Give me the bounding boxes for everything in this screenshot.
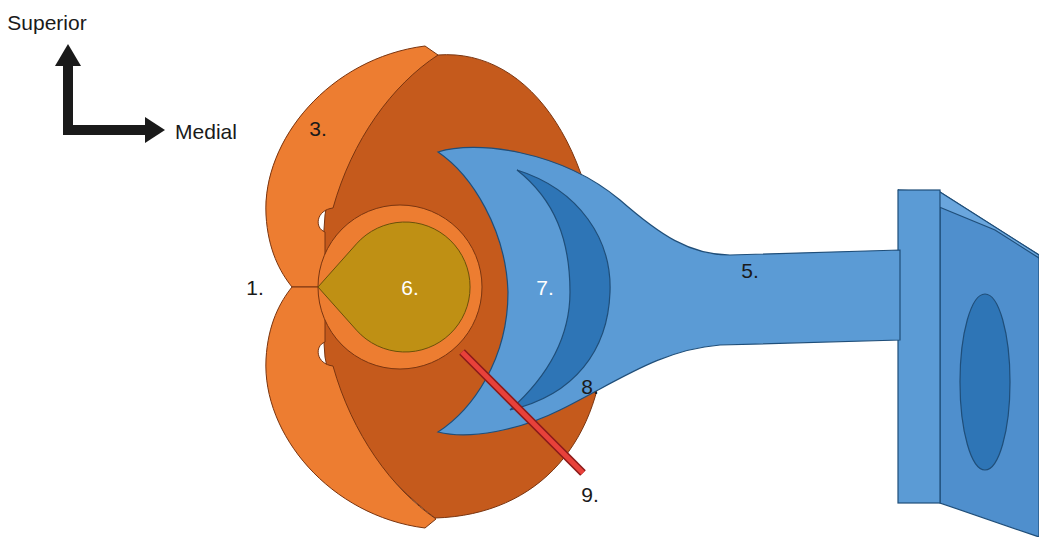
ligament-line <box>462 352 583 473</box>
axis-label: Superior <box>7 12 86 33</box>
superior-arrow-head <box>55 44 81 66</box>
humeral-head <box>318 222 470 352</box>
superior-arrow-shaft <box>63 60 73 135</box>
medial-arrow-shaft <box>63 125 148 135</box>
axis-label: Medial <box>175 121 237 142</box>
callout-number: 6. <box>401 277 419 298</box>
articular-ring <box>318 205 482 369</box>
ligament-fill <box>462 352 583 473</box>
medial-arrow-head <box>145 117 165 143</box>
plate-side <box>940 192 1039 537</box>
callout-number: 5. <box>741 260 759 281</box>
scapula-plate <box>898 190 1039 537</box>
callout-number: 3. <box>309 118 327 139</box>
plate-front <box>898 190 940 503</box>
callout-number: 1. <box>246 277 264 298</box>
callout-number: 7. <box>536 277 554 298</box>
callout-number: 8. <box>581 376 599 397</box>
callout-number: 9. <box>581 484 599 505</box>
plate-hole <box>960 294 1010 470</box>
glenoid-cartilage <box>510 170 610 410</box>
orientation-arrows <box>55 44 165 143</box>
ligament-outline <box>462 352 583 473</box>
